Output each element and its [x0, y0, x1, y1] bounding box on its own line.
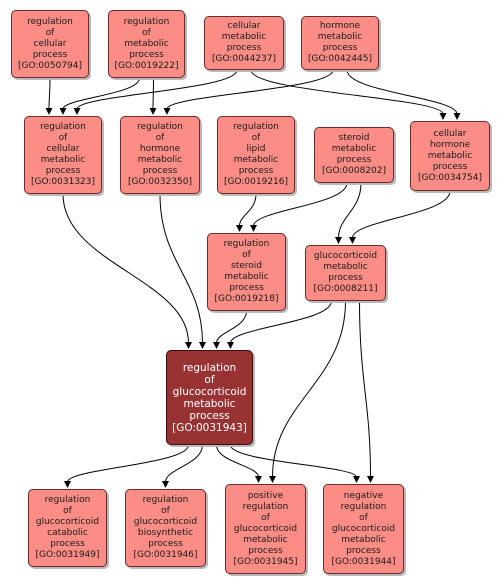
edge-n19222-n32350	[152, 77, 154, 110]
edge-n19222-n31323	[62, 77, 140, 110]
arrowhead-n42445-n32350	[163, 108, 171, 115]
edge-n08211-n31944	[359, 300, 371, 478]
node-go-id: [GO:0031944]	[331, 556, 396, 567]
edge-n50794-n31323	[48, 77, 51, 110]
node-go-0031944[interactable]: negative regulation of glucocorticoid me…	[323, 484, 404, 574]
node-go-0031323[interactable]: regulation of cellular metabolic process…	[24, 116, 102, 194]
arrowhead-n08211-n31944	[367, 476, 374, 483]
node-label: positive regulation of glucocorticoid me…	[233, 490, 298, 556]
node-go-0032350[interactable]: regulation of hormone metabolic process …	[120, 116, 200, 194]
node-go-0031949[interactable]: regulation of glucocorticoid catabolic p…	[28, 489, 107, 567]
node-label: regulation of lipid metabolic process	[233, 122, 279, 176]
arrowhead-n19216-n19218	[236, 225, 243, 232]
node-go-id: [GO:0042445]	[307, 54, 373, 64]
arrowhead-n08211-n31945	[269, 476, 276, 483]
edge-n19218-n31943	[216, 310, 247, 344]
arrowhead-n34754-n08211	[349, 237, 356, 244]
node-label: cellular metabolic process	[221, 21, 267, 53]
node-label: steroid metabolic process	[331, 133, 377, 165]
node-go-id: [GO:0008202]	[321, 166, 387, 176]
arrowhead-n42445-n34754	[453, 113, 461, 120]
arrowhead-n31943-n31949	[64, 481, 71, 488]
node-go-0034754[interactable]: cellular hormone metabolic process [GO:0…	[410, 121, 490, 191]
node-go-0008202[interactable]: steroid metabolic process [GO:0008202]	[314, 127, 394, 183]
edge-n44237-n31323	[76, 69, 238, 110]
node-go-0050794[interactable]: regulation of cellular process [GO:00507…	[11, 10, 89, 78]
arrowhead-n19222-n32350	[149, 108, 157, 115]
arrowhead-n50794-n31323	[45, 108, 53, 115]
arrowhead-n44237-n31323	[73, 108, 81, 115]
arrowhead-n44237-n34754	[439, 113, 447, 120]
node-label: hormone metabolic process	[317, 21, 363, 53]
edge-n19216-n19218	[239, 193, 257, 227]
arrowhead-n31323-n31943	[185, 342, 192, 349]
node-go-id: [GO:0008211]	[313, 284, 378, 294]
node-label: regulation of cellular process	[27, 16, 73, 60]
node-label: regulation of hormone metabolic process	[137, 122, 183, 176]
arrowhead-n08202-n08211	[335, 237, 342, 244]
node-go-id: [GO:0031946]	[133, 550, 198, 560]
node-go-id: [GO:0050794]	[17, 60, 83, 71]
arrowhead-n19222-n31323	[59, 108, 67, 115]
node-label: regulation of glucocorticoid catabolic p…	[35, 495, 100, 549]
node-go-id: [GO:0031949]	[35, 550, 100, 560]
node-go-id: [GO:0031323]	[30, 177, 96, 187]
edge-n31943-n31945	[216, 444, 259, 478]
arrowhead-n31943-n31945	[255, 476, 262, 483]
edge-n34754-n08211	[352, 190, 451, 239]
arrowhead-n08202-n19218	[250, 225, 257, 232]
edge-n31943-n31949	[67, 444, 189, 483]
node-go-0019218[interactable]: regulation of steroid metabolic process …	[207, 233, 286, 311]
node-go-id: [GO:0031943]	[172, 421, 247, 434]
arrowhead-n31943-n31944	[353, 476, 360, 483]
arrowhead-n08211-n31943	[227, 342, 234, 349]
node-go-id: [GO:0044237]	[211, 54, 277, 64]
edge-n32350-n31943	[159, 193, 203, 344]
node-label: regulation of glucocorticoid biosyntheti…	[133, 495, 198, 549]
node-go-id: [GO:0019216]	[223, 177, 289, 187]
node-go-0042445[interactable]: hormone metabolic process [GO:0042445]	[301, 16, 379, 70]
node-go-id: [GO:0019218]	[214, 294, 279, 304]
node-go-0044237[interactable]: cellular metabolic process [GO:0044237]	[204, 16, 284, 70]
node-go-id: [GO:0034754]	[417, 172, 483, 183]
node-label: glucocorticoid metabolic process	[313, 251, 378, 283]
arrowhead-n31943-n31946	[162, 481, 169, 488]
node-label: regulation of steroid metabolic process	[223, 239, 270, 293]
edge-n31943-n31944	[230, 444, 357, 478]
node-go-id: [GO:0031945]	[233, 556, 298, 567]
node-label: regulation of metabolic process	[123, 16, 170, 60]
node-label: negative regulation of glucocorticoid me…	[331, 490, 396, 556]
arrowhead-n32350-n31943	[199, 342, 206, 349]
node-label: cellular hormone metabolic process	[427, 128, 473, 172]
node-go-0031943-focus[interactable]: regulation of glucocorticoid metabolic p…	[166, 350, 253, 445]
edge-n08202-n08211	[338, 182, 362, 239]
arrowhead-n19218-n31943	[213, 342, 220, 349]
node-go-id: [GO:0019222]	[114, 60, 179, 71]
edge-n31323-n31943	[62, 193, 189, 344]
edge-n08202-n19218	[253, 182, 348, 227]
edge-n08211-n31943	[230, 300, 332, 344]
edge-n42445-n34754	[346, 69, 458, 115]
node-go-id: [GO:0032350]	[127, 177, 193, 187]
edge-n44237-n34754	[250, 69, 444, 115]
edge-n08211-n31945	[272, 300, 346, 478]
node-go-0019216[interactable]: regulation of lipid metabolic process [G…	[217, 116, 295, 194]
node-label: regulation of glucocorticoid metabolic p…	[172, 361, 247, 422]
node-go-0031946[interactable]: regulation of glucocorticoid biosyntheti…	[125, 489, 206, 567]
node-go-0031945[interactable]: positive regulation of glucocorticoid me…	[225, 484, 306, 574]
node-go-0008211[interactable]: glucocorticoid metabolic process [GO:000…	[305, 245, 386, 301]
edge-n31943-n31946	[165, 444, 203, 483]
node-go-0019222[interactable]: regulation of metabolic process [GO:0019…	[108, 10, 185, 78]
edge-n42445-n32350	[166, 69, 334, 110]
node-label: regulation of cellular metabolic process	[40, 122, 86, 176]
